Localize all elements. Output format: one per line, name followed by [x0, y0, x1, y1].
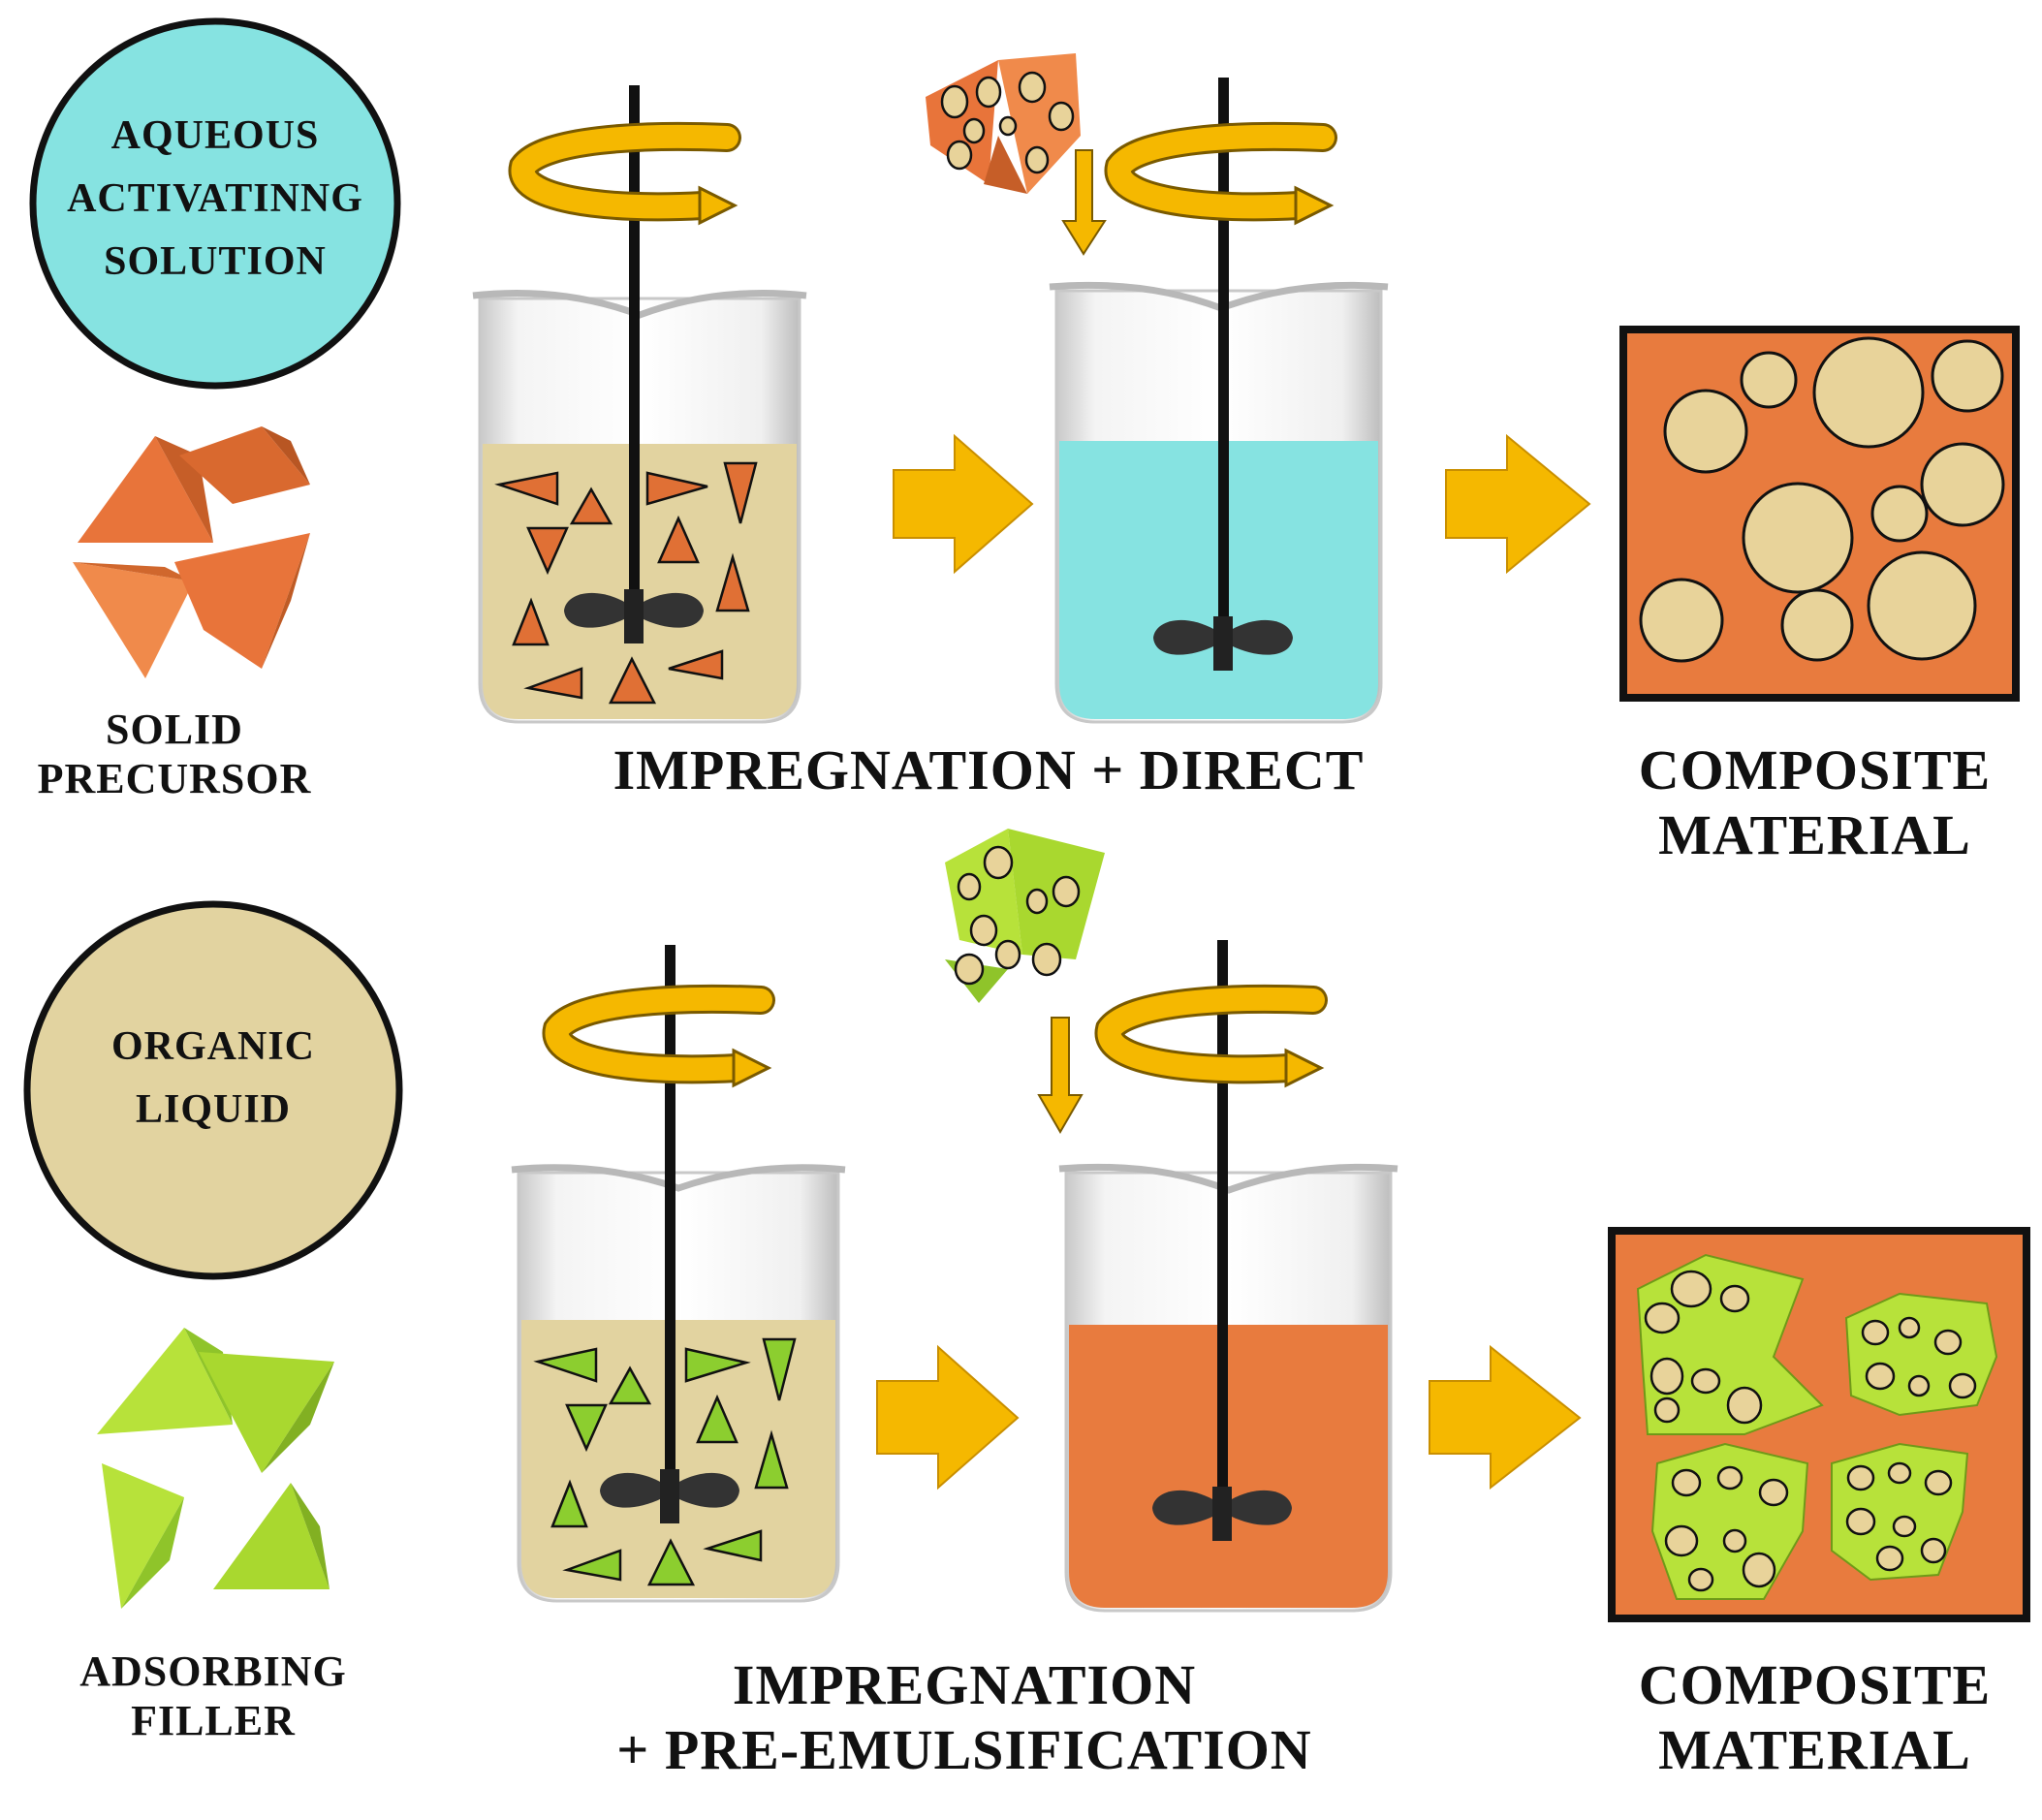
organic-liquid-circle: [23, 900, 403, 1280]
organic-liquid-label: ORGANIC LIQUID: [110, 1024, 315, 1133]
stirrer-shaft-3: [665, 945, 675, 1517]
precursor-falling-icon: [926, 53, 1081, 194]
beaker-bottom-left: [511, 1164, 846, 1603]
drop-arrow-top: [1061, 149, 1107, 256]
adsorbing-filler-crystal-icon: [97, 1328, 334, 1609]
adsorbing-filler-label: ADSORBING FILLER: [79, 1647, 347, 1744]
stirrer-shaft-1: [629, 85, 640, 638]
filler-particles-bottom: [533, 1337, 797, 1586]
beaker-bottom-right: [1058, 1163, 1398, 1613]
stirrer-shaft-4: [1217, 940, 1228, 1531]
composite-material-label-top: COMPOSITE MATERIAL: [1638, 738, 1992, 866]
stirrer-shaft-2: [1218, 78, 1229, 659]
solid-precursor-crystal-icon: [73, 426, 310, 678]
flow-arrow-2: [1445, 433, 1591, 575]
filler-falling-icon: [945, 829, 1105, 1003]
process-label-top: IMPREGNATION + DIRECT: [613, 738, 1365, 801]
composite-material-label-bottom: COMPOSITE MATERIAL: [1638, 1653, 1992, 1781]
precursor-particles-top: [494, 461, 758, 705]
aqueous-solution-label: AQUEOUS ACTIVATINNG SOLUTION: [67, 113, 363, 285]
rotation-arrow-3: [556, 999, 769, 1085]
flow-arrow-1: [893, 433, 1034, 575]
rotation-arrow-4: [1109, 999, 1321, 1085]
flow-arrow-4: [1429, 1344, 1582, 1491]
process-label-bottom: IMPREGNATION + PRE-EMULSIFICATION: [616, 1653, 1312, 1781]
composite-material-top: [1619, 326, 2020, 702]
drop-arrow-bottom: [1037, 1017, 1084, 1134]
aqueous-solution-circle: [29, 17, 401, 390]
rotation-arrow-1: [522, 137, 735, 223]
composite-material-bottom: [1608, 1227, 2030, 1622]
solid-precursor-label: SOLID PRECURSOR: [37, 706, 312, 802]
flow-arrow-3: [876, 1344, 1020, 1491]
